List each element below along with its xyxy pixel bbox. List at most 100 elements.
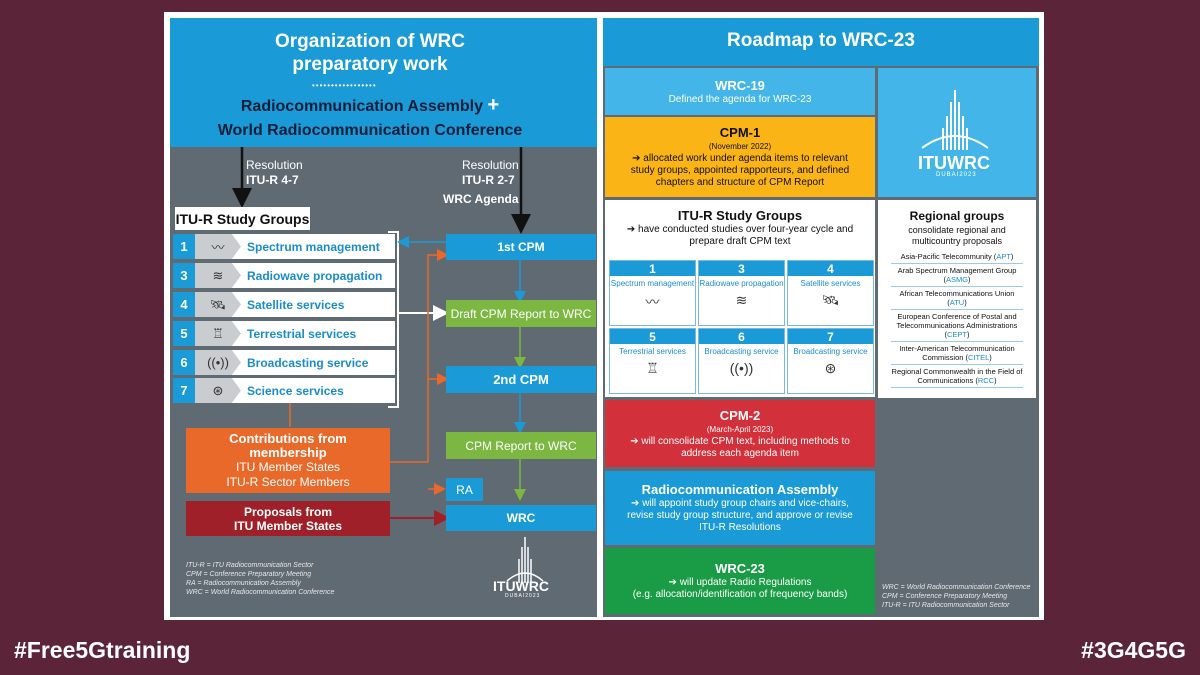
resolution-label: Resolution [462, 158, 519, 172]
resolution-4-7: Resolution ITU-R 4-7 [246, 158, 303, 188]
broadcast-icon: ((•)) [729, 360, 754, 376]
study-group-number: 4 [173, 292, 195, 317]
left-title-line2: preparatory work [292, 54, 448, 75]
waveform-icon: 〰 [195, 234, 241, 259]
rg-end: ) [967, 330, 970, 339]
cell-number: 7 [788, 329, 873, 344]
study-group-number: 6 [173, 350, 195, 375]
draft-cpm-report-box: Draft CPM Report to WRC [446, 300, 596, 327]
cell-number: 3 [699, 261, 784, 276]
regional-group-item: Regional Commonwealth in the Field of Co… [891, 365, 1023, 388]
study-groups-title: ITU-R Study Groups [175, 207, 310, 230]
right-logo-sub: DUBAI2023 [936, 172, 977, 178]
proposals-line1: Proposals from [243, 504, 333, 519]
resolution-label: Resolution [246, 158, 303, 172]
propagation-icon: ≋ [195, 263, 241, 288]
rg-name: African Telecommunications Union ( [899, 289, 1015, 307]
left-subtitle: Radiocommunication Assembly + World Radi… [170, 93, 570, 143]
satellite-icon: 🛰 [195, 292, 241, 317]
study-group-label: Spectrum management [247, 239, 380, 254]
legend-item: CPM = Conference Preparatory Meeting [186, 571, 312, 578]
contributions-title: Contributions from membership [229, 430, 347, 460]
tower-icon: ♖ [195, 321, 241, 346]
cpm2-text: ➔ will consolidate CPM text, including m… [630, 435, 850, 459]
left-header-panel [170, 18, 597, 147]
science-icon: ⊛ [824, 360, 837, 376]
sg-text: ➔ have conducted studies over four-year … [626, 224, 854, 247]
cpm2-title: CPM-2 [719, 407, 761, 423]
rg-abbr: ATU [949, 298, 965, 307]
science-icon: ⊛ [195, 378, 241, 403]
right-header-panel [603, 18, 1039, 66]
study-group-number: 3 [173, 263, 195, 288]
cell-label: Broadcasting service [793, 347, 868, 356]
propagation-icon: ≋ [735, 292, 748, 308]
rg-end: ) [994, 376, 997, 385]
regional-group-item: African Telecommunications Union (ATU) [891, 287, 1023, 310]
left-logo-text: ITUWRC [493, 578, 549, 594]
cell-number: 6 [699, 329, 784, 344]
contributions-sector-members: ITU-R Sector Members [226, 474, 350, 489]
resolution-number: ITU-R 2-7 [462, 173, 515, 187]
study-group-row: 4🛰 Satellite services [173, 292, 395, 317]
legend-item: ITU-R = ITU Radiocommunication Sector [882, 602, 1010, 609]
legend-item: WRC = World Radiocommunication Conferenc… [186, 589, 335, 596]
study-group-label: Radiowave propagation [247, 268, 383, 283]
proposals-line2: ITU Member States [233, 518, 343, 533]
study-group-label: Broadcasting service [247, 355, 369, 370]
study-group-row: 7⊛Science services [173, 378, 395, 403]
study-group-label: Terrestrial services [247, 326, 357, 341]
right-logo-text: ITUWRC [918, 153, 990, 173]
study-group-number: 5 [173, 321, 195, 346]
ituwrc-logo-icon [506, 537, 544, 583]
rg-abbr: ASMG [945, 275, 969, 284]
study-group-row: 1〰Spectrum management [173, 234, 395, 259]
ra-box: RA [446, 478, 483, 501]
rg-end: ) [968, 275, 971, 284]
regional-group-item: Arab Spectrum Management Group (ASMG) [891, 264, 1023, 287]
proposals-box: Proposals from ITU Member States [186, 501, 390, 536]
rg-name: European Conference of Postal and Teleco… [896, 312, 1018, 339]
cpm2-box: CPM-2 (March-April 2023) ➔ will consolid… [605, 400, 875, 467]
cell-label: Terrestrial services [619, 347, 686, 356]
rg-title: Regional groups [909, 209, 1005, 223]
study-group-row: 3≋ Radiowave propagation [173, 263, 395, 288]
left-legend: ITU-R = ITU Radiocommunication Sector CP… [186, 561, 334, 597]
wrc23-box: WRC-23 ➔ will update Radio Regulations (… [605, 548, 875, 614]
left-title: Organization of WRC preparatory work [170, 30, 570, 76]
ra-text: ➔ will appoint study group chairs and vi… [627, 498, 853, 533]
wrc23-title: WRC-23 [715, 561, 765, 576]
rg-end: ) [989, 353, 992, 362]
legend-item: ITU-R = ITU Radiocommunication Sector [186, 562, 314, 569]
rg-abbr: CEPT [946, 330, 967, 339]
rg-text: consolidate regional and multicountry pr… [908, 225, 1006, 246]
regional-groups-box: Regional groups consolidate regional and… [878, 200, 1036, 398]
regional-group-item: European Conference of Postal and Teleco… [891, 310, 1023, 342]
rg-name: Inter-American Telecommunication Commiss… [899, 344, 1015, 362]
resolution-number: ITU-R 4-7 [246, 173, 299, 187]
rg-abbr: APT [996, 252, 1011, 261]
contributions-member-states: ITU Member States [235, 459, 341, 474]
cpm1-date: (November 2022) [708, 142, 772, 151]
cpm1-text: ➔ allocated work under agenda items to r… [630, 153, 850, 188]
right-logo-box [878, 68, 1036, 197]
rg-abbr: RCC [977, 376, 995, 385]
cpm1-box: CPM-1 (November 2022) ➔ allocated work u… [605, 117, 875, 197]
rg-end: ) [1010, 252, 1014, 261]
rg-name: Asia-Pacific Telecommunity ( [900, 252, 997, 261]
study-group-row: 6((•))Broadcasting service [173, 350, 395, 375]
study-group-label: Science services [247, 383, 344, 398]
waveform-icon: 〰 [645, 294, 660, 310]
cell-number: 1 [610, 261, 695, 276]
legend-item: WRC = World Radiocommunication Conferenc… [882, 584, 1031, 591]
study-group-label: Satellite services [247, 297, 345, 312]
rg-abbr: CITEL [968, 353, 990, 362]
legend-item: RA = Radiocommunication Assembly [186, 580, 301, 587]
cell-label: Radiowave propagation [699, 279, 784, 288]
cpm-report-box: CPM Report to WRC [446, 432, 596, 459]
cell-number: 5 [610, 329, 695, 344]
